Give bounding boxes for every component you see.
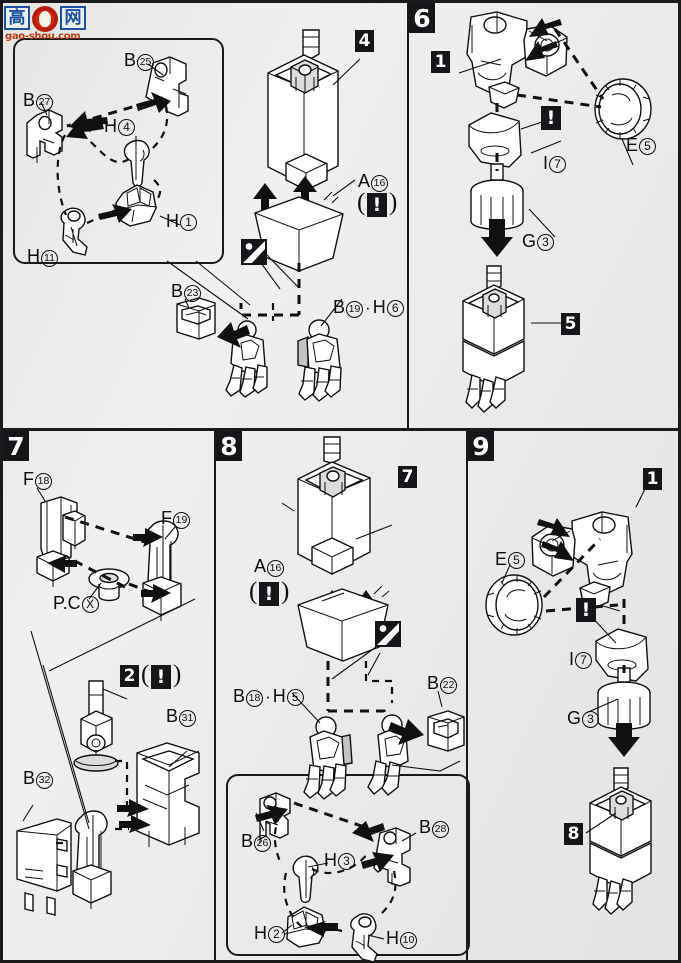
watermark-logo: 高 网 gao-shou.com (4, 4, 88, 44)
panel-8: 8 (216, 431, 470, 963)
panel-9-artwork (485, 482, 652, 915)
sheet-border-top (0, 0, 681, 3)
warn-paren-right-p8: ) (281, 578, 290, 605)
panel-9: 9 (468, 431, 678, 960)
sheet-border-left (0, 0, 3, 963)
panel-5-artwork (26, 29, 361, 402)
warn-paren-right-a16: ) (389, 189, 398, 216)
step-callout-7-p8: 7 (398, 466, 417, 488)
cut-nipper-icon (241, 239, 267, 265)
logo-flower-icon (32, 6, 58, 32)
cut-nipper-icon-p8 (375, 621, 401, 647)
panel-6-artwork (458, 11, 652, 413)
warn-paren-right-p7: ) (173, 661, 182, 688)
divider-row-1 (0, 428, 681, 431)
warning-badge-p9: ! (576, 598, 596, 622)
divider-col-bottom-b (466, 431, 468, 960)
step-callout-1-p9: 1 (643, 468, 662, 490)
warn-paren-left-p7: ( (141, 661, 150, 688)
panel-number-7: 7 (3, 431, 29, 461)
logo-char-3: 网 (60, 6, 86, 30)
panel-8-inset-frame (226, 774, 470, 956)
sheet-border-bottom (0, 960, 681, 963)
panel-7: 7 (3, 431, 214, 960)
panel-6: 6 (409, 3, 678, 428)
panel-8-artwork (255, 436, 465, 963)
warning-badge-p8: ! (259, 582, 279, 606)
logo-char-1: 高 (4, 6, 30, 30)
warn-paren-left-p8: ( (249, 578, 258, 605)
step-callout-1-p6: 1 (431, 51, 450, 73)
step-callout-4: 4 (355, 30, 374, 52)
step-callout-5-p6: 5 (561, 313, 580, 335)
warning-badge-p7: ! (151, 665, 171, 689)
warning-badge-a16: ! (367, 193, 387, 217)
warning-badge-p6: ! (541, 106, 561, 130)
step-callout-8-p9: 8 (564, 823, 583, 845)
panel-number-6: 6 (409, 3, 435, 33)
divider-col-bottom-a (214, 431, 216, 960)
step-callout-2-p7: 2 (120, 665, 139, 687)
panel-number-9: 9 (468, 431, 494, 461)
panel-7-artwork (16, 487, 200, 916)
divider-col-top (407, 3, 409, 428)
logo-text: gao-shou.com (5, 31, 81, 42)
panel-5-inset-frame (13, 38, 224, 264)
sheet-border-right (678, 0, 681, 963)
panel-number-8: 8 (216, 431, 242, 461)
warn-paren-left-a16: ( (357, 189, 366, 216)
